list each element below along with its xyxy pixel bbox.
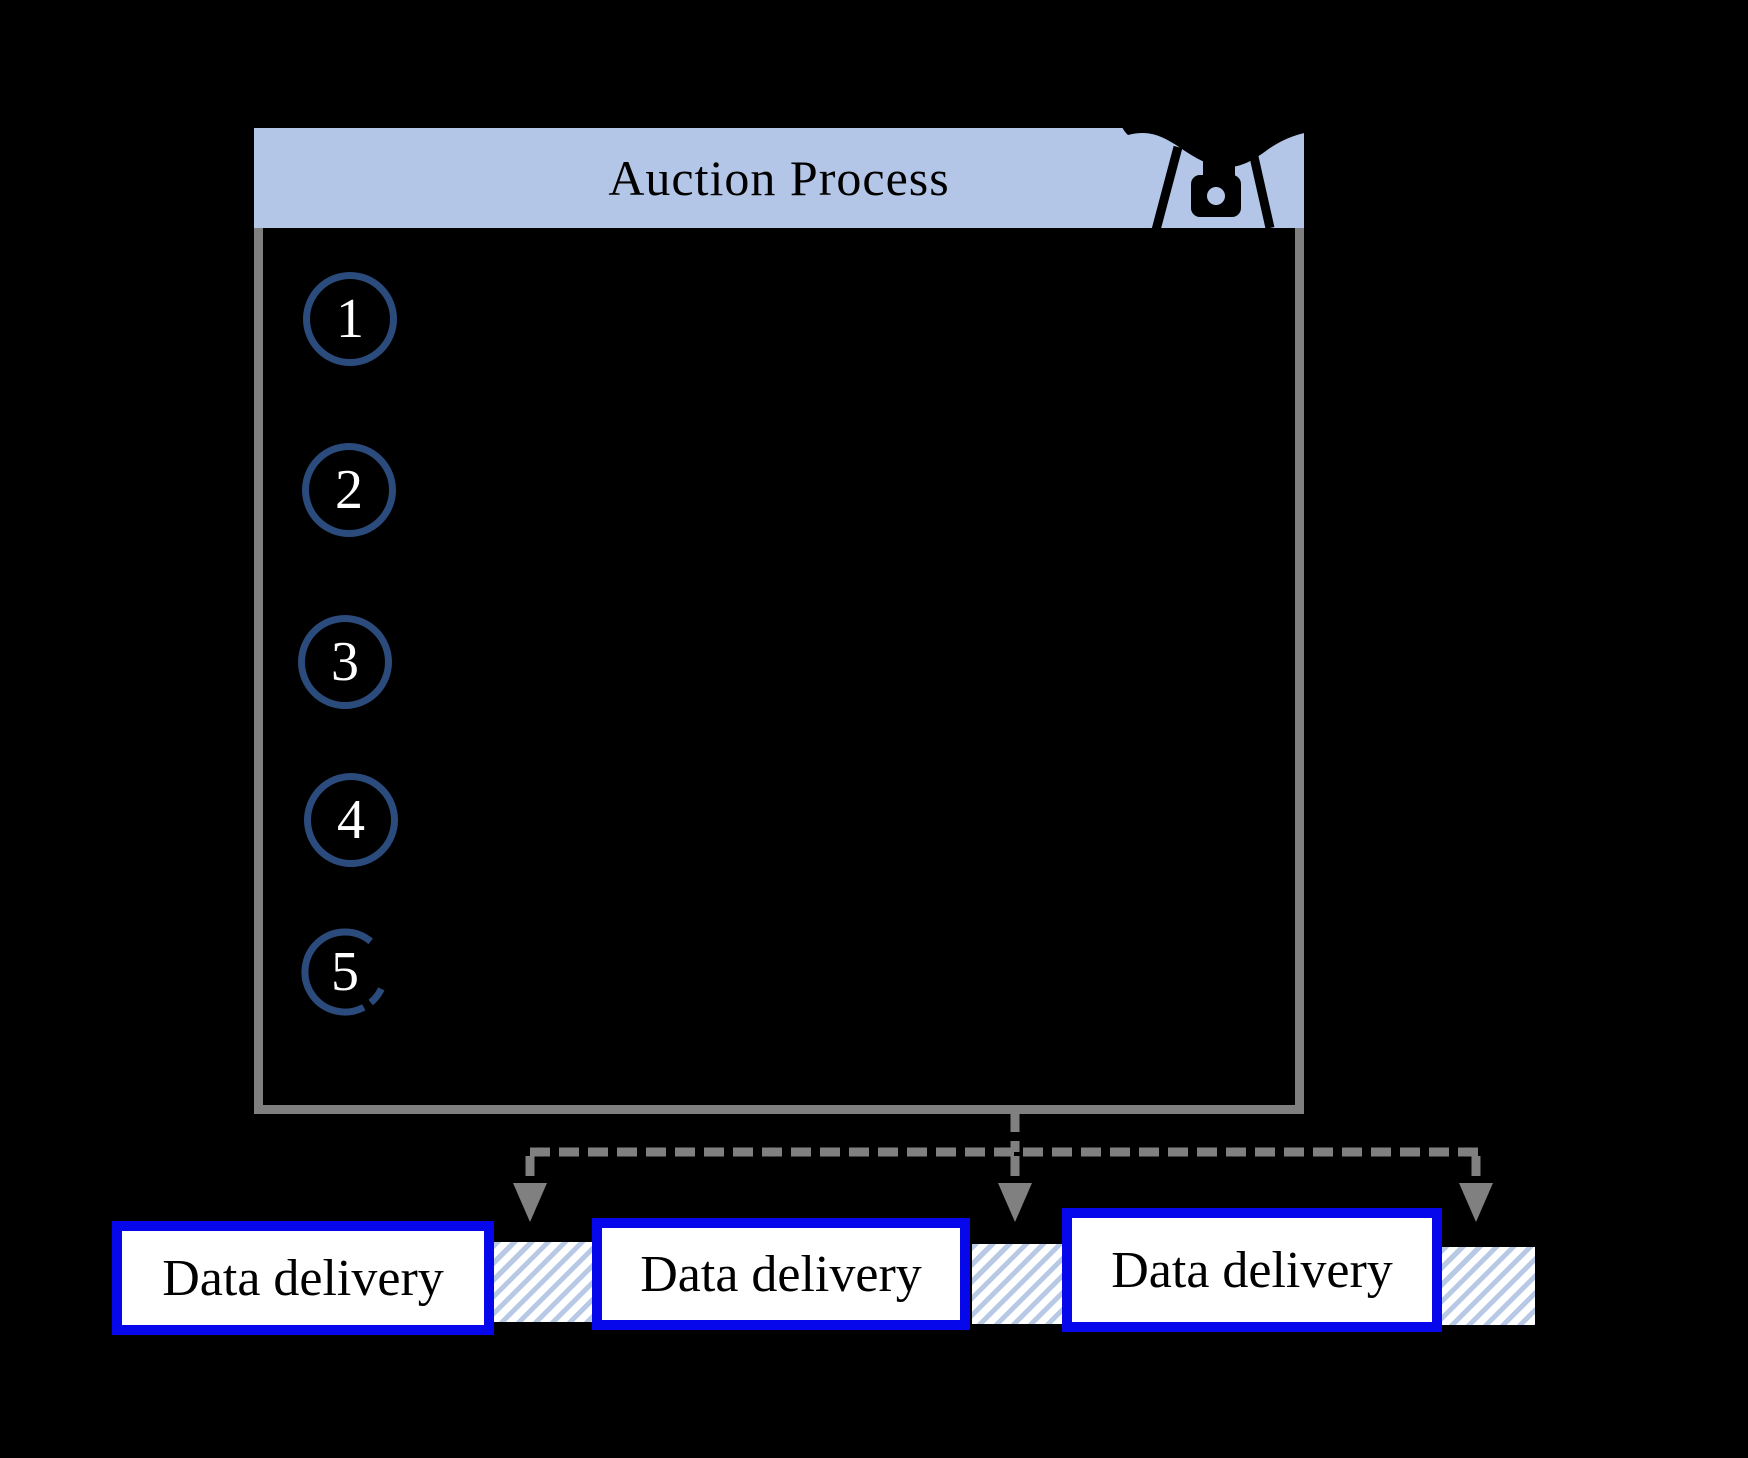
arrowhead-right	[1459, 1183, 1493, 1222]
step-ring-broken	[301, 928, 385, 1016]
step-ring	[302, 443, 396, 537]
arrowhead-left	[513, 1183, 547, 1222]
step-circle-4: 4	[304, 773, 398, 867]
step-circle-1: 1	[303, 272, 397, 366]
step-number: 1	[336, 288, 364, 350]
panel-title: Auction Process	[608, 150, 950, 206]
step-number: 2	[335, 459, 363, 521]
connector-arrows	[513, 1112, 1493, 1222]
arrowhead-middle	[998, 1183, 1032, 1222]
drone-icon	[1115, 85, 1315, 230]
data-delivery-box-3: Data delivery	[1062, 1208, 1442, 1332]
step-ring	[303, 272, 397, 366]
data-delivery-box-2: Data delivery	[592, 1218, 970, 1330]
step-circle-5: 5	[298, 925, 392, 1019]
data-delivery-box-1: Data delivery	[112, 1221, 494, 1335]
waiting-hatch-2	[972, 1244, 1062, 1324]
auction-panel-header: Auction Process	[254, 128, 1304, 228]
waiting-hatch-1	[494, 1242, 592, 1322]
step-circle-2: 2	[302, 443, 396, 537]
data-delivery-label: Data delivery	[162, 1249, 444, 1307]
step-circle-3: 3	[298, 615, 392, 709]
data-delivery-label: Data delivery	[1111, 1241, 1393, 1299]
step-number: 3	[331, 631, 359, 693]
step-ring	[304, 773, 398, 867]
waiting-hatch-3	[1442, 1247, 1535, 1325]
step-number: 4	[337, 789, 365, 851]
step-number: 5	[331, 941, 359, 1003]
data-delivery-label: Data delivery	[640, 1245, 922, 1303]
step-ring	[298, 615, 392, 709]
auction-panel-body	[254, 228, 1304, 1114]
